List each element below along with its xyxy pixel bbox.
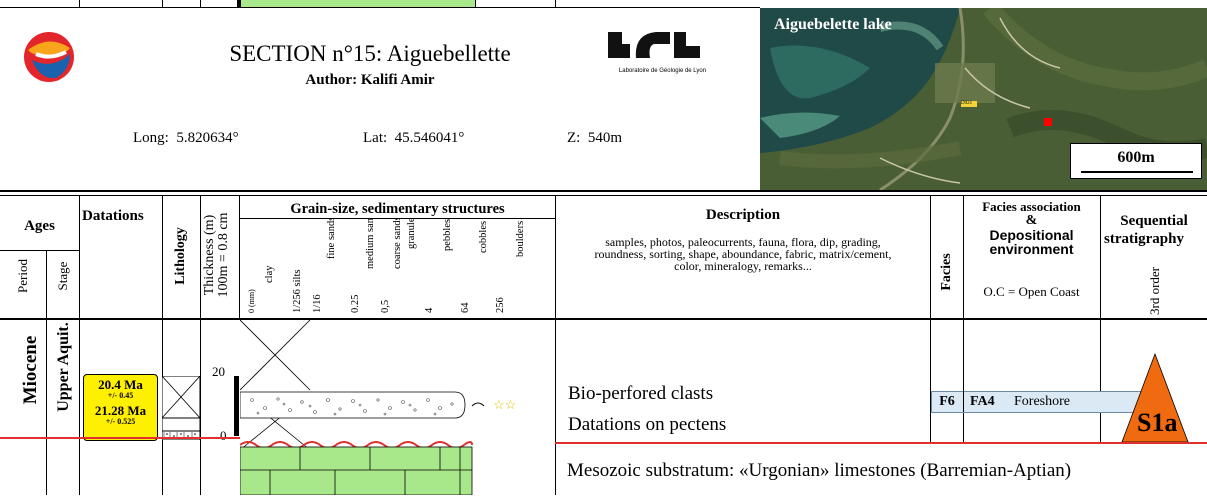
col-datations: Datations: [82, 208, 144, 224]
grain-label: coarse sands: [392, 219, 403, 269]
lab-logo: Laboratoire de Géologie de Lyon: [590, 28, 735, 88]
grain-scale: 0 (mm) clay 1/256 silts 1/16 fine sands 0.25 m…: [240, 209, 555, 317]
grain-label: fine sands: [326, 219, 337, 259]
longitude: Long: 5.820634°: [133, 130, 239, 146]
col-thickness-scale: 100m = 0.8 cm: [216, 212, 231, 298]
dating-2: 21.28 Ma: [94, 403, 147, 418]
col-period: Period: [15, 259, 30, 293]
facies-assoc-line-3: Depositional: [989, 227, 1074, 243]
thickness-bar: [234, 376, 239, 436]
stage-upper-aquit: Upper Aquit.: [55, 322, 72, 412]
facies-oc: O.C = Open Coast: [983, 284, 1080, 299]
col-description-sub: samples, photos, paleocurrents, fauna, f…: [594, 235, 892, 273]
grain-label: medium sands: [365, 219, 376, 269]
grain-label: boulders: [515, 221, 526, 257]
facies-assoc-line-4: environment: [989, 241, 1074, 257]
map-title: Aiguebelette lake: [774, 16, 892, 33]
altitude: Z: 540m: [567, 130, 622, 146]
sequence-label: S1a: [1137, 408, 1178, 437]
sedimentary-log-icon: [239, 319, 485, 496]
map-scale-bar: [1081, 171, 1193, 173]
top-strip: [0, 0, 1207, 8]
grain-label: 1/16: [312, 294, 323, 313]
facies-assoc-line-1: Facies association: [982, 199, 1081, 214]
desc-line-2: Datations on pectens: [568, 414, 727, 435]
grain-label: cobbles: [478, 221, 489, 253]
grain-label: 1/256 silts: [292, 270, 303, 313]
grain-label: clay: [264, 265, 275, 283]
seq-order: 3rd order: [1147, 267, 1162, 316]
boundary-line-left: [0, 437, 240, 439]
facies-assoc-line-2: &: [1025, 213, 1038, 228]
dating-box: 20.4 Ma +/- 0.45 21.28 Ma +/- 0.525: [83, 374, 158, 441]
grain-label: 256: [495, 297, 506, 313]
sequential-line-2: stratigraphy: [1104, 231, 1184, 247]
environment: Foreshore: [1014, 394, 1070, 409]
page-title: SECTION n°15: Aiguebellette: [229, 41, 511, 66]
dating-1-err: +/- 0.45: [107, 391, 134, 400]
grain-label: 4: [424, 307, 435, 313]
map-scale-label: 600m: [1117, 149, 1155, 166]
grain-label: granules: [406, 219, 417, 249]
sequential-line-1: Sequential: [1120, 213, 1188, 229]
col-grain-title: Grain-size, sedimentary structures: [290, 201, 505, 217]
tick-20: 20: [212, 364, 225, 379]
col-lithology: Lithology: [173, 227, 188, 285]
lab-logo-text: Laboratoire de Géologie de Lyon: [618, 68, 707, 74]
dating-2-err: +/- 0.525: [105, 417, 136, 426]
boundary-line-right: [555, 442, 1207, 444]
substratum-text: Mesozoic substratum: «Urgonian» limeston…: [567, 460, 1072, 481]
grain-body: [239, 319, 555, 496]
lab-logo-icon: [608, 32, 700, 58]
tick-0: 0: [220, 428, 227, 443]
latitude: Lat: 45.546041°: [363, 130, 465, 146]
star-icon: ☆☆: [493, 397, 517, 412]
col-sequential: Sequential stratigraphy: [1104, 212, 1207, 248]
header: SECTION n°15: Aiguebellette Author: Kali…: [0, 8, 1207, 190]
desc-line-1: Bio-perfored clasts: [568, 383, 714, 404]
lithology-pattern-icon: [161, 375, 201, 441]
map-scale-box: 600m: [1070, 143, 1202, 179]
col-ages: Ages: [24, 218, 55, 234]
facies-code: F6: [939, 394, 955, 409]
grain-label: 0 (mm): [247, 289, 256, 313]
lithology-column: [161, 375, 201, 441]
map-road-label: D921: [961, 101, 973, 106]
col-facies: Facies: [939, 253, 954, 291]
col-description: Description: [705, 207, 781, 223]
facies-assoc-code: FA4: [970, 394, 995, 409]
col-facies-assoc: Facies association & Depositional enviro…: [963, 199, 1100, 257]
author-label: Author: Kalifi Amir: [305, 72, 435, 88]
grain-label: 64: [460, 302, 471, 313]
grain-label: pebbles: [442, 219, 453, 251]
grain-label: 0,5: [380, 300, 391, 313]
col-stage: Stage: [55, 261, 70, 291]
dating-1: 20.4 Ma: [98, 377, 143, 392]
period-miocene: Miocene: [20, 335, 41, 405]
company-logo-icon: [24, 32, 74, 82]
grain-label: 0.25: [350, 295, 361, 313]
satellite-map: Aiguebelette lake D921 600m: [760, 8, 1207, 190]
